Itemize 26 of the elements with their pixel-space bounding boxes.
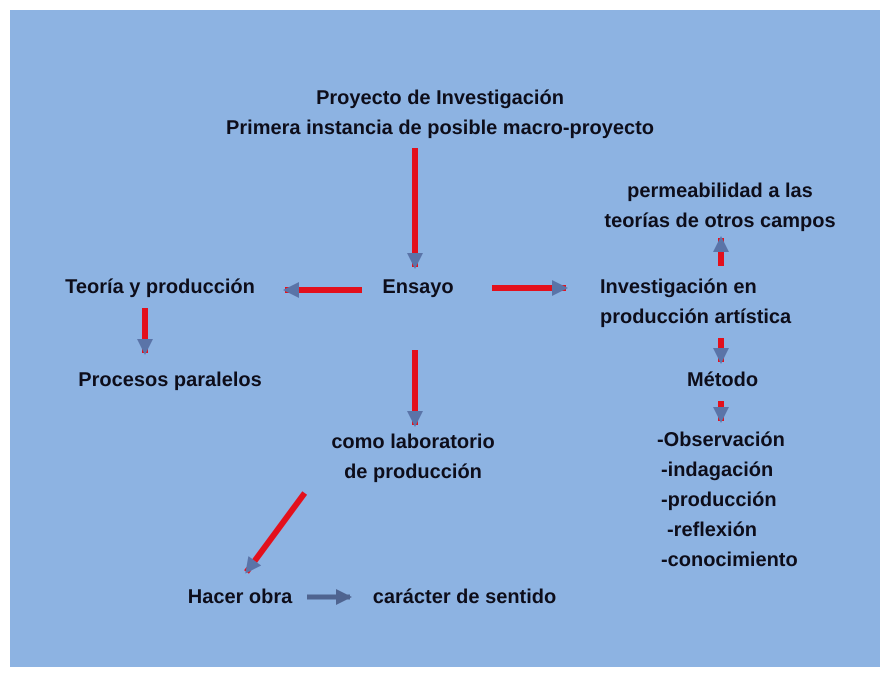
arrow bbox=[492, 280, 568, 296]
arrow bbox=[713, 401, 729, 423]
arrow bbox=[244, 491, 308, 574]
node-label: -reflexión bbox=[666, 518, 758, 543]
node-label: Método bbox=[686, 368, 760, 393]
arrow bbox=[283, 282, 362, 298]
node-label: -Observación bbox=[656, 428, 786, 453]
arrow bbox=[307, 589, 352, 605]
node-label: Hacer obra bbox=[186, 585, 294, 610]
node-label: Primera instancia de posible macro-proyecto bbox=[225, 116, 655, 141]
node-label: Proyecto de Investigación bbox=[315, 86, 565, 111]
node-label: carácter de sentido bbox=[372, 585, 558, 610]
arrow bbox=[407, 148, 423, 269]
node-label: como laboratorio de producción bbox=[330, 430, 496, 485]
arrow bbox=[137, 308, 153, 355]
arrow bbox=[713, 338, 729, 364]
node-label: Procesos paralelos bbox=[77, 368, 263, 393]
arrow bbox=[407, 350, 423, 427]
node-label: Investigación en producción artística bbox=[600, 275, 792, 330]
node-label: -producción bbox=[660, 488, 778, 513]
node-label: -conocimiento bbox=[660, 548, 799, 573]
node-label: Ensayo bbox=[381, 275, 455, 300]
node-label: Teoría y producción bbox=[64, 275, 256, 300]
node-label: -indagación bbox=[660, 458, 774, 483]
node-label: permeabilidad a las teorías de otros campos bbox=[603, 179, 837, 234]
arrow bbox=[713, 236, 729, 266]
